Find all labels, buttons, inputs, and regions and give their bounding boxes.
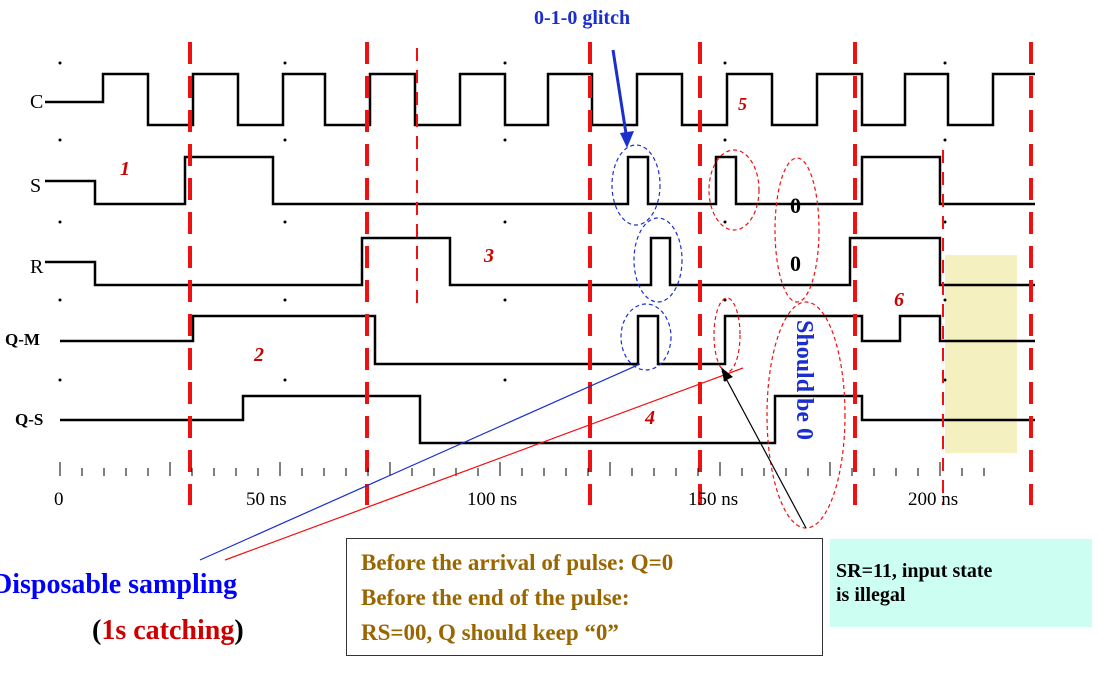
note-box-illegal: SR=11, input state is illegal — [830, 539, 1092, 627]
tick-label-100: 100 ns — [467, 489, 517, 510]
caption-1s-catching: (1s catching) — [92, 615, 244, 647]
glitch-ellipse-r — [633, 217, 683, 303]
zero-s: 0 — [790, 193, 801, 218]
waveform-qm — [60, 314, 1035, 366]
waveform-r — [45, 236, 1035, 287]
glitch-ellipse-qm — [620, 303, 672, 371]
signal-label-s: S — [30, 175, 41, 197]
tick-label-50: 50 ns — [246, 489, 287, 510]
tick-label-150: 150 ns — [688, 489, 738, 510]
signal-label-r: R — [30, 256, 44, 278]
marker-4: 4 — [644, 407, 655, 429]
caption-1s-catching-text: 1s catching — [101, 615, 235, 646]
waveform-s — [45, 155, 1035, 206]
note-illegal-line-1: SR=11, input state — [836, 560, 993, 582]
marker-6: 6 — [894, 289, 904, 311]
glitch-ellipses — [611, 144, 683, 371]
glitch-arrow-head — [620, 131, 634, 148]
caption-paren-close: ) — [234, 615, 244, 646]
note-pulse-line-3: RS=00, Q should keep “0” — [361, 620, 619, 645]
blue-sampling-line — [199, 363, 641, 561]
error-ellipses — [708, 149, 846, 529]
time-axis — [59, 462, 985, 476]
glitch-arrow — [611, 49, 629, 141]
waveforms — [45, 72, 1035, 445]
waveform-qs — [60, 394, 1035, 445]
ellipse-s-pulse — [708, 149, 760, 231]
ellipse-zeros — [774, 157, 820, 303]
note-box-pulse: Before the arrival of pulse: Q=0 Before … — [346, 538, 823, 656]
black-pointer-head — [721, 367, 733, 381]
note-illegal-line-2: is illegal — [836, 584, 906, 606]
black-pointer-line — [721, 370, 807, 529]
note-pulse-line-1: Before the arrival of pulse: Q=0 — [361, 550, 674, 575]
glitch-label: 0-1-0 glitch — [534, 7, 630, 29]
signal-label-qm: Q-M — [5, 330, 40, 349]
marker-3: 3 — [483, 245, 494, 267]
note-pulse-line-2: Before the end of the pulse: — [361, 585, 630, 610]
tick-label-0: 0 — [54, 489, 64, 510]
glitch-ellipse-s — [611, 144, 661, 226]
red-sampling-line — [224, 367, 744, 561]
ellipse-qm-edge — [713, 297, 741, 373]
caption-disposable-sampling: Disposable sampling — [0, 569, 238, 600]
signal-label-c: C — [30, 91, 43, 113]
caption-paren-open: ( — [92, 615, 102, 646]
waveform-c — [45, 72, 1035, 127]
signal-label-qs: Q-S — [15, 410, 43, 429]
marker-5: 5 — [738, 94, 747, 114]
sampling-lines — [188, 42, 1033, 505]
marker-2: 2 — [253, 344, 264, 366]
grid-dots — [58, 61, 947, 382]
should-be-0-label: Should be 0 — [791, 320, 817, 440]
marker-1: 1 — [120, 158, 130, 180]
zero-r: 0 — [790, 251, 801, 276]
tick-label-200: 200 ns — [908, 489, 958, 510]
